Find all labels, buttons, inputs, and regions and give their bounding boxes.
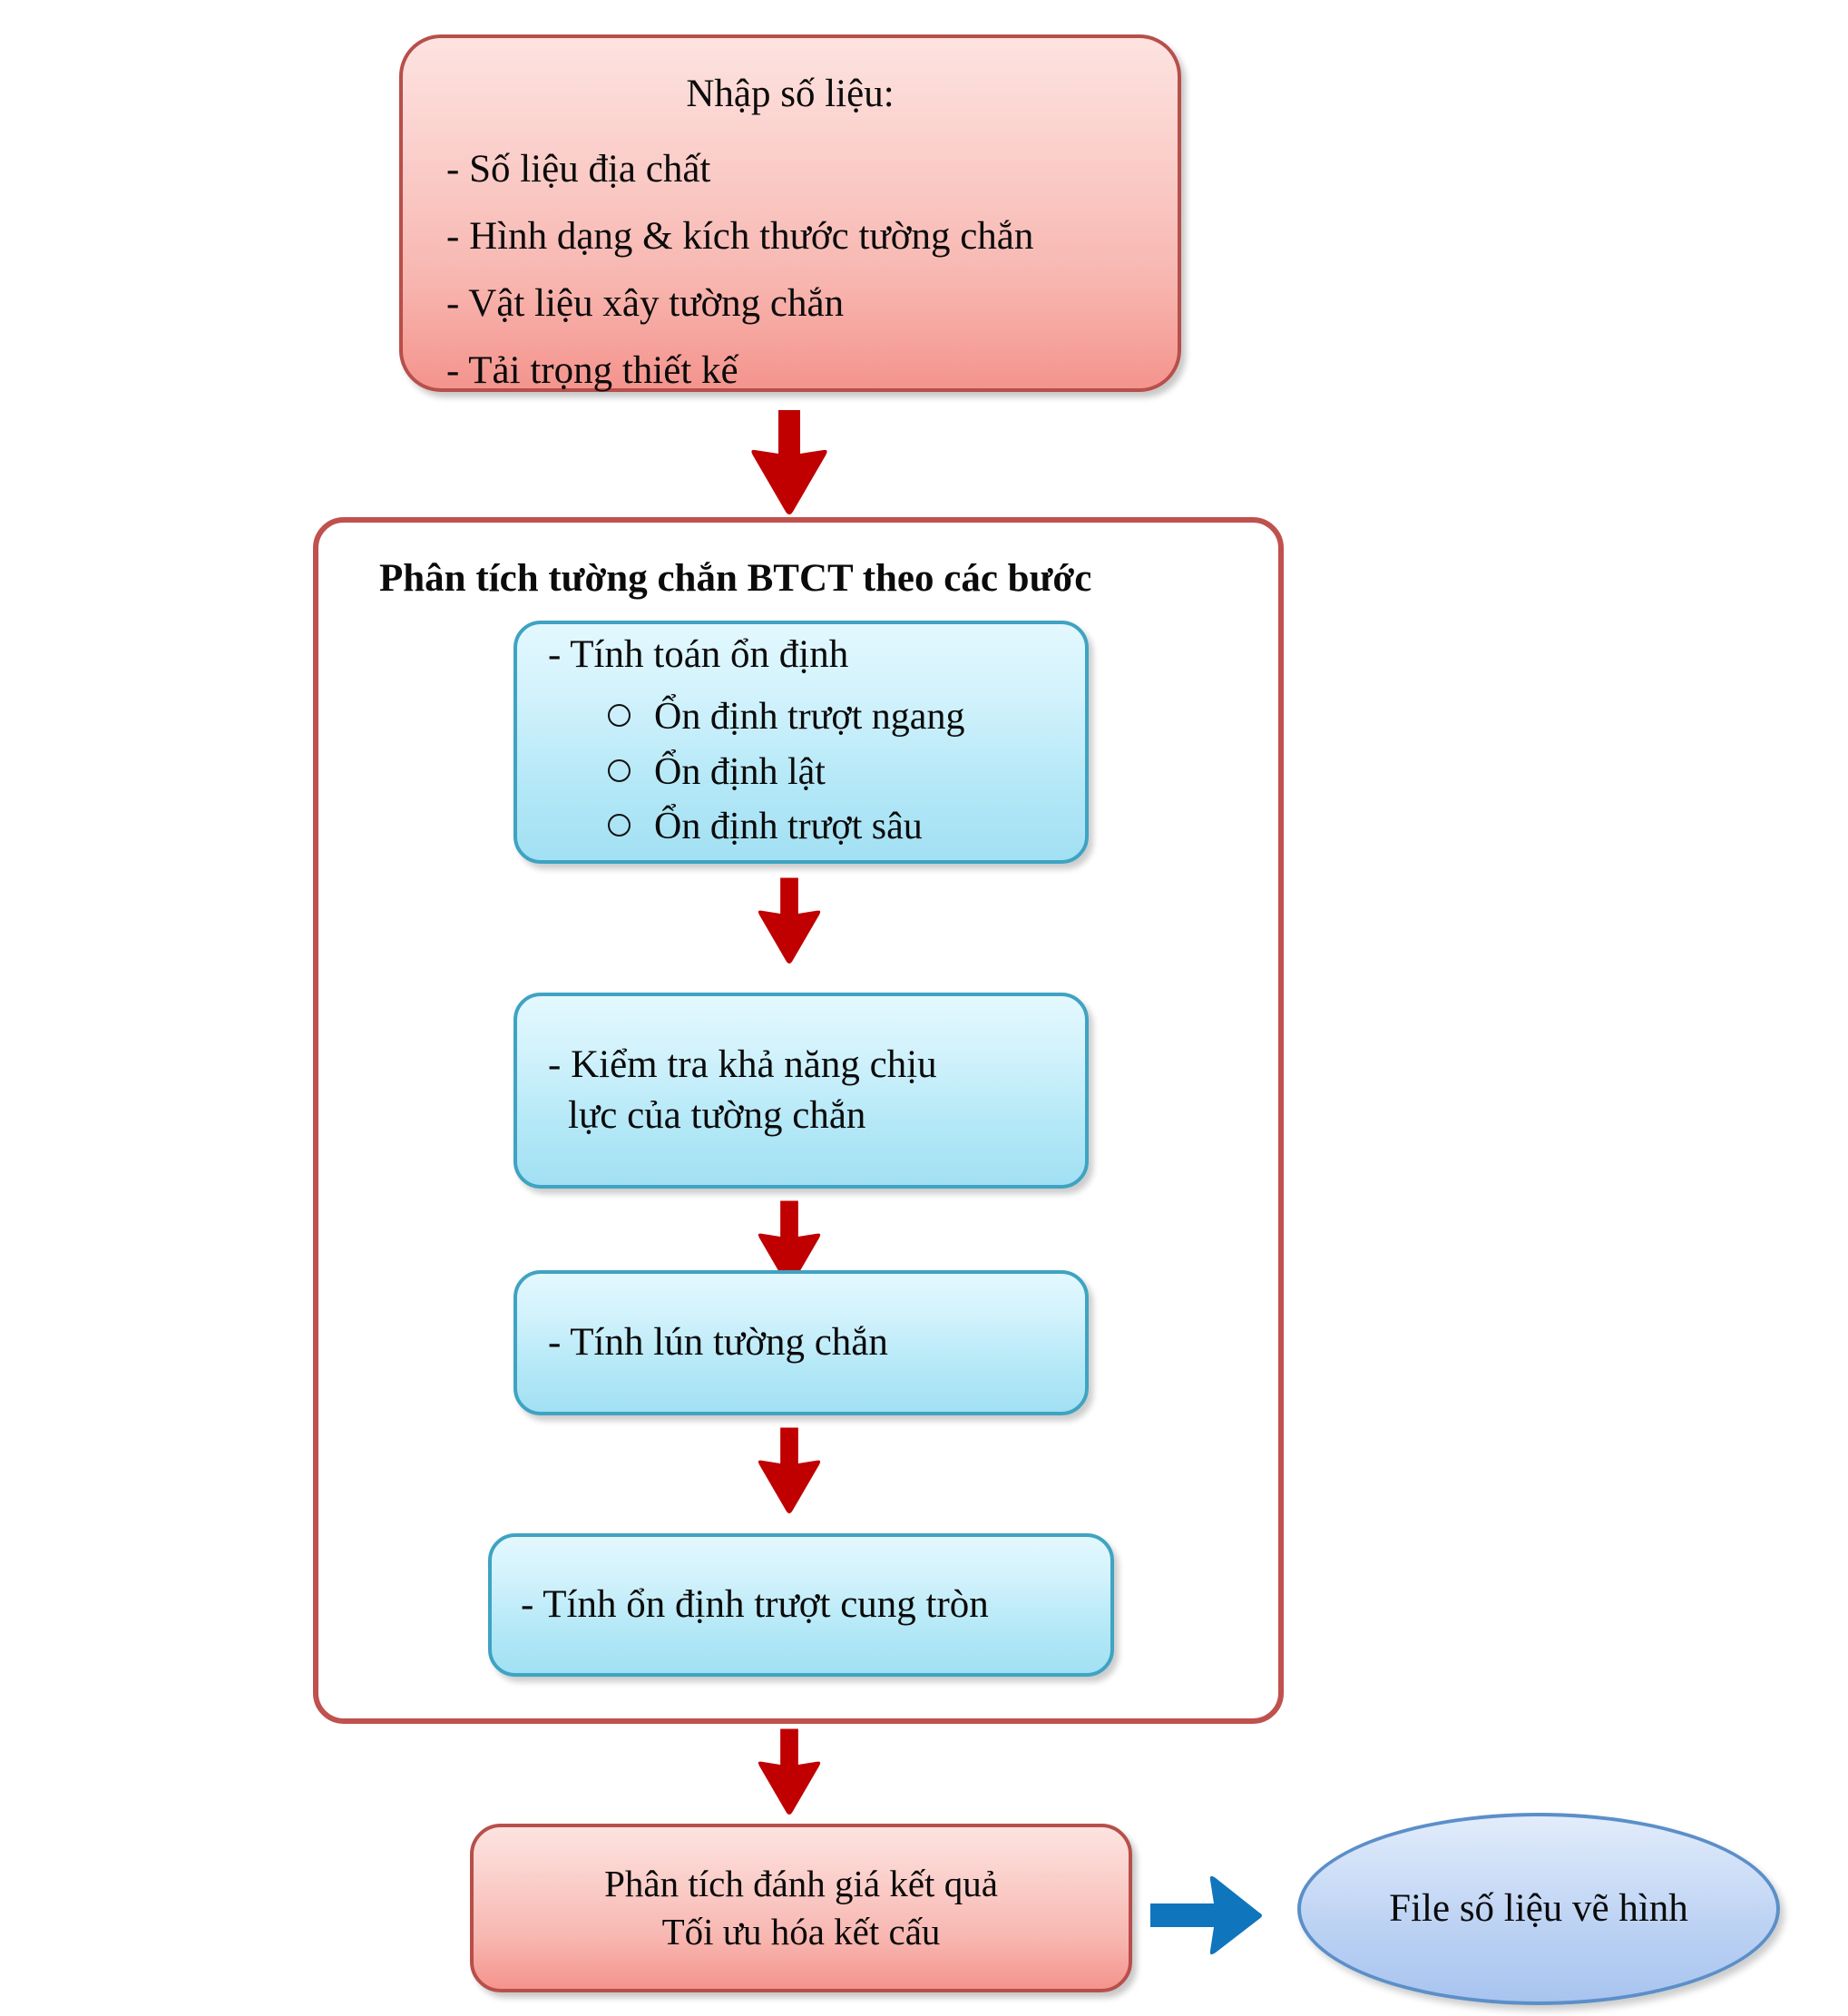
- circle-bullet-icon: [608, 814, 631, 837]
- arrow-step1-to-step2-icon: [758, 877, 821, 964]
- circle-bullet-icon: [608, 704, 631, 728]
- step-box-stability-subitem-0-label: Ổn định trượt ngang: [654, 696, 965, 739]
- circle-bullet-icon: [608, 758, 631, 782]
- step-box-stability-subitem-1-label: Ổn định lật: [654, 750, 826, 793]
- input-box-title: Nhập số liệu:: [686, 73, 895, 115]
- input-box-item-0: - Số liệu địa chất: [446, 147, 711, 191]
- arrow-input-to-analysis-icon: [751, 410, 827, 514]
- result-box-line-1: Tối ưu hóa kết cấu: [661, 1911, 941, 1952]
- step-box-circular-slip: - Tính ổn định trượt cung tròn: [488, 1533, 1114, 1677]
- step-box-stability-subitem-1: Ổn định lật: [608, 748, 1085, 798]
- analysis-container: [313, 517, 1284, 1724]
- result-box-line-0: Phân tích đánh giá kết quả: [604, 1862, 998, 1904]
- output-file-label: File số liệu vẽ hình: [1389, 1887, 1688, 1931]
- arrow-result-to-output-icon: [1150, 1875, 1262, 1955]
- arrow-step3-to-step4-icon: [758, 1427, 821, 1513]
- analysis-heading: Phân tích tường chắn BTCT theo các bước: [379, 557, 1092, 601]
- arrow-analysis-to-result-icon: [758, 1728, 821, 1815]
- step-box-settlement-label: - Tính lún tường chắn: [548, 1321, 888, 1365]
- step-box-bearing-capacity-line-0: - Kiểm tra khả năng chịu: [548, 1043, 937, 1087]
- step-box-stability-subitem-0: Ổn định trượt ngang: [608, 692, 1085, 742]
- step-box-bearing-capacity-line-1: lực của tường chắn: [568, 1094, 866, 1137]
- step-box-bearing-capacity: - Kiểm tra khả năng chịu lực của tường c…: [513, 993, 1089, 1189]
- result-box: Phân tích đánh giá kết quả Tối ưu hóa kế…: [470, 1824, 1132, 1992]
- analysis-heading-wrap: Phân tích tường chắn BTCT theo các bước: [379, 552, 1250, 606]
- step-box-circular-slip-label: - Tính ổn định trượt cung tròn: [521, 1583, 989, 1627]
- step-box-stability: - Tính toán ổn định Ổn định trượt ngang …: [513, 621, 1089, 864]
- input-box-item-2: - Vật liệu xây tường chắn: [446, 281, 845, 325]
- step-box-settlement: - Tính lún tường chắn: [513, 1270, 1089, 1415]
- input-data-box: Nhập số liệu: - Số liệu địa chất - Hình …: [399, 34, 1181, 392]
- step-box-stability-subitem-2: Ổn định trượt sâu: [608, 802, 1085, 852]
- output-file-ellipse: File số liệu vẽ hình: [1297, 1813, 1780, 2005]
- input-box-item-1: - Hình dạng & kích thước tường chắn: [446, 214, 1034, 258]
- arrow-step2-to-step3-icon: [758, 1200, 821, 1287]
- step-box-stability-label: - Tính toán ổn định: [548, 633, 849, 677]
- step-box-stability-subitem-2-label: Ổn định trượt sâu: [654, 806, 923, 848]
- input-box-item-3: - Tải trọng thiết kế: [446, 348, 738, 392]
